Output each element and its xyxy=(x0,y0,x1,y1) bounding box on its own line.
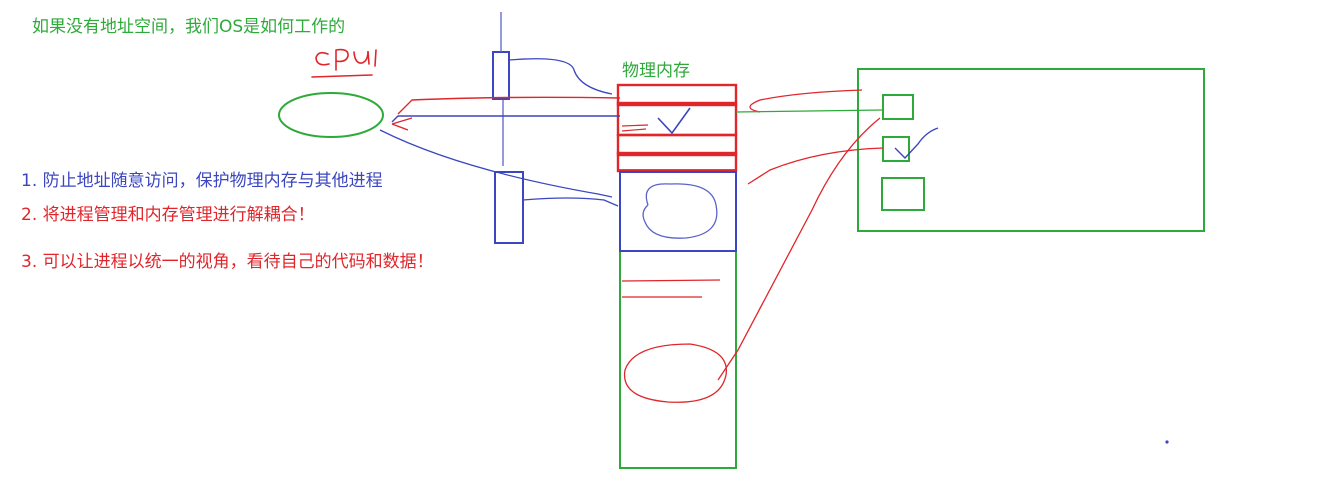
arrow-cpu-red-2 xyxy=(391,117,413,131)
disk-block-3 xyxy=(881,177,925,211)
check-scribble xyxy=(657,107,691,135)
arrow-block2-to-memory xyxy=(522,197,619,207)
physical-memory-column xyxy=(619,169,737,469)
memory-red-block-1 xyxy=(616,83,738,107)
note-1-text: 防止地址随意访问，保护物理内存与其他进程 xyxy=(42,171,383,191)
arrow-cpu-to-block2 xyxy=(379,129,613,198)
process-block-1 xyxy=(492,51,510,100)
arrow-memory-to-cpu xyxy=(397,96,621,115)
memory-red-dash xyxy=(621,124,649,132)
process-block-2 xyxy=(494,171,524,244)
memory-blue-block xyxy=(619,171,737,252)
note-3-number: 3. xyxy=(21,252,38,272)
disk-check-scribble xyxy=(894,127,939,160)
note-2: 2. 将进程管理和内存管理进行解耦合！ xyxy=(21,200,315,225)
arrow-cpu-blue xyxy=(391,115,620,123)
note-1-number: 1. xyxy=(21,171,38,191)
note-3: 3. 可以让进程以统一的视角，看待自己的代码和数据！ xyxy=(21,247,434,272)
note-1: 1. 防止地址随意访问，保护物理内存与其他进程 xyxy=(21,166,383,191)
arrow-block1-to-memory xyxy=(508,58,613,95)
note-2-number: 2. xyxy=(21,205,38,225)
stray-dot xyxy=(1165,440,1169,444)
memory-red-ellipse xyxy=(623,343,727,403)
note-2-text: 将进程管理和内存管理进行解耦合！ xyxy=(42,205,315,225)
disk-block-1 xyxy=(882,94,914,120)
arrow-disk-link-green xyxy=(735,109,884,113)
memory-red-lines xyxy=(621,279,721,298)
note-3-text: 可以让进程以统一的视角，看待自己的代码和数据！ xyxy=(42,252,434,272)
arrow-disk-to-memory-3 xyxy=(717,117,881,381)
memory-red-block-3 xyxy=(616,133,738,157)
disk-block-2 xyxy=(882,136,910,162)
cpu-label xyxy=(311,48,377,78)
arrow-disk-to-memory-2 xyxy=(747,147,884,185)
page-title: 如果没有地址空间，我们OS是如何工作的 xyxy=(32,17,346,37)
cpu-ellipse xyxy=(278,92,384,138)
physical-memory-label: 物理内存 xyxy=(622,61,690,81)
memory-blue-scribble xyxy=(642,183,718,239)
arrow-disk-to-memory-1 xyxy=(749,89,863,113)
